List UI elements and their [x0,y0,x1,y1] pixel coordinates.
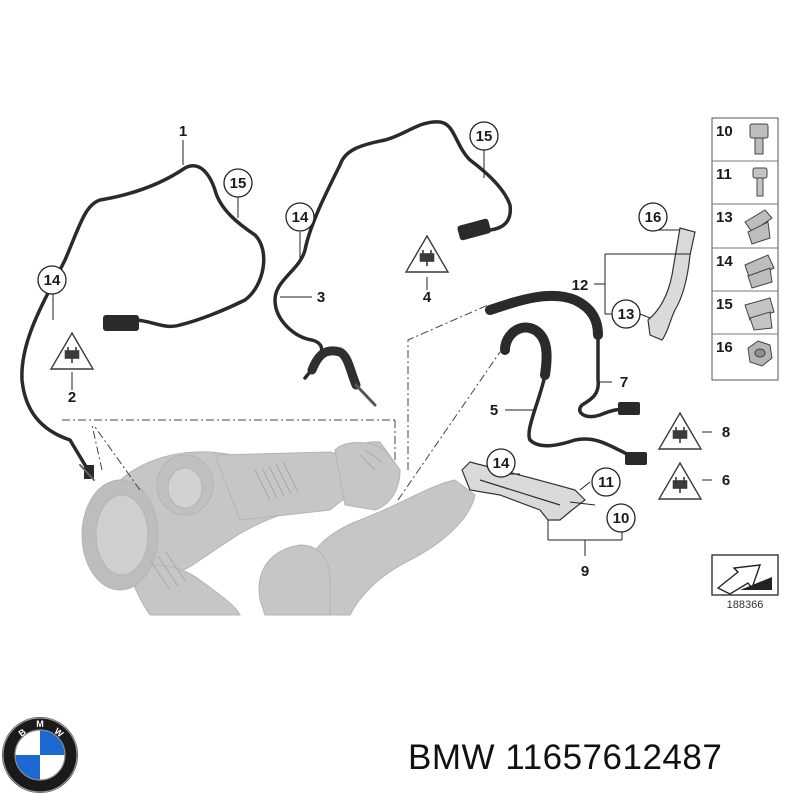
callout-5: 5 [490,402,498,419]
warning-triangle-plug-icon-4 [405,235,449,273]
pipe-assembly-12 [485,290,647,465]
bracket-16 [647,227,696,341]
callout-numbers: 1 15 14 2 14 3 15 4 12 16 13 7 5 8 6 14 … [44,123,731,580]
sensor-cable-3 [273,120,513,407]
callout-9: 9 [581,563,589,580]
legend-label-15: 15 [716,296,733,313]
legend-label-16: 16 [716,339,733,356]
exhaust-manifold-background [81,441,476,616]
nut-16-icon [747,340,773,367]
callout-4: 4 [423,289,432,306]
callout-6: 6 [722,472,730,489]
legend-label-10: 10 [716,123,733,140]
callout-13: 13 [618,306,635,323]
legend-label-14: 14 [716,253,733,270]
sensor-cable-1 [20,164,266,481]
callout-8: 8 [722,424,730,441]
callout-14-middle: 14 [292,209,309,226]
fastener-legend: 10 11 13 14 15 16 [711,117,779,381]
callout-11: 11 [598,474,614,491]
clip-13-icon [744,209,773,245]
callout-15-left: 15 [230,175,247,192]
bracket-9 [461,461,586,521]
brand-name: BMW [408,738,496,777]
callout-2: 2 [68,389,76,406]
part-caption: BMW 11657612487 [408,738,722,778]
clip-10-icon [749,123,769,155]
svg-text:B: B [17,726,29,738]
legend-label-11: 11 [716,166,732,183]
callout-leader-lines [52,140,712,556]
legend-label-13: 13 [716,209,733,226]
callout-7: 7 [620,374,628,391]
callout-16: 16 [645,209,662,226]
part-number: 11657612487 [505,738,723,777]
leader-lines-dashed [62,304,501,501]
warning-triangle-plug-icon-6 [658,462,702,500]
callout-3: 3 [317,289,325,306]
clip-15-icon [744,297,775,331]
svg-text:M: M [36,719,44,729]
clip-14-icon [744,254,775,289]
callout-1: 1 [179,123,187,140]
warning-triangle-plug-icon-8 [658,412,702,450]
callout-14-bracket: 14 [493,455,510,472]
callout-15-right: 15 [476,128,493,145]
callout-10: 10 [613,510,630,527]
diagram-sheet-icon: 188366 [711,554,779,611]
bmw-roundel-logo: B M W [2,717,78,793]
warning-triangle-plug-icon-2 [50,332,94,370]
callout-circles [37,121,668,533]
diagram-id: 188366 [727,599,764,611]
callout-14-left: 14 [44,272,61,289]
screw-11-icon [752,167,768,197]
callout-12: 12 [572,277,589,294]
